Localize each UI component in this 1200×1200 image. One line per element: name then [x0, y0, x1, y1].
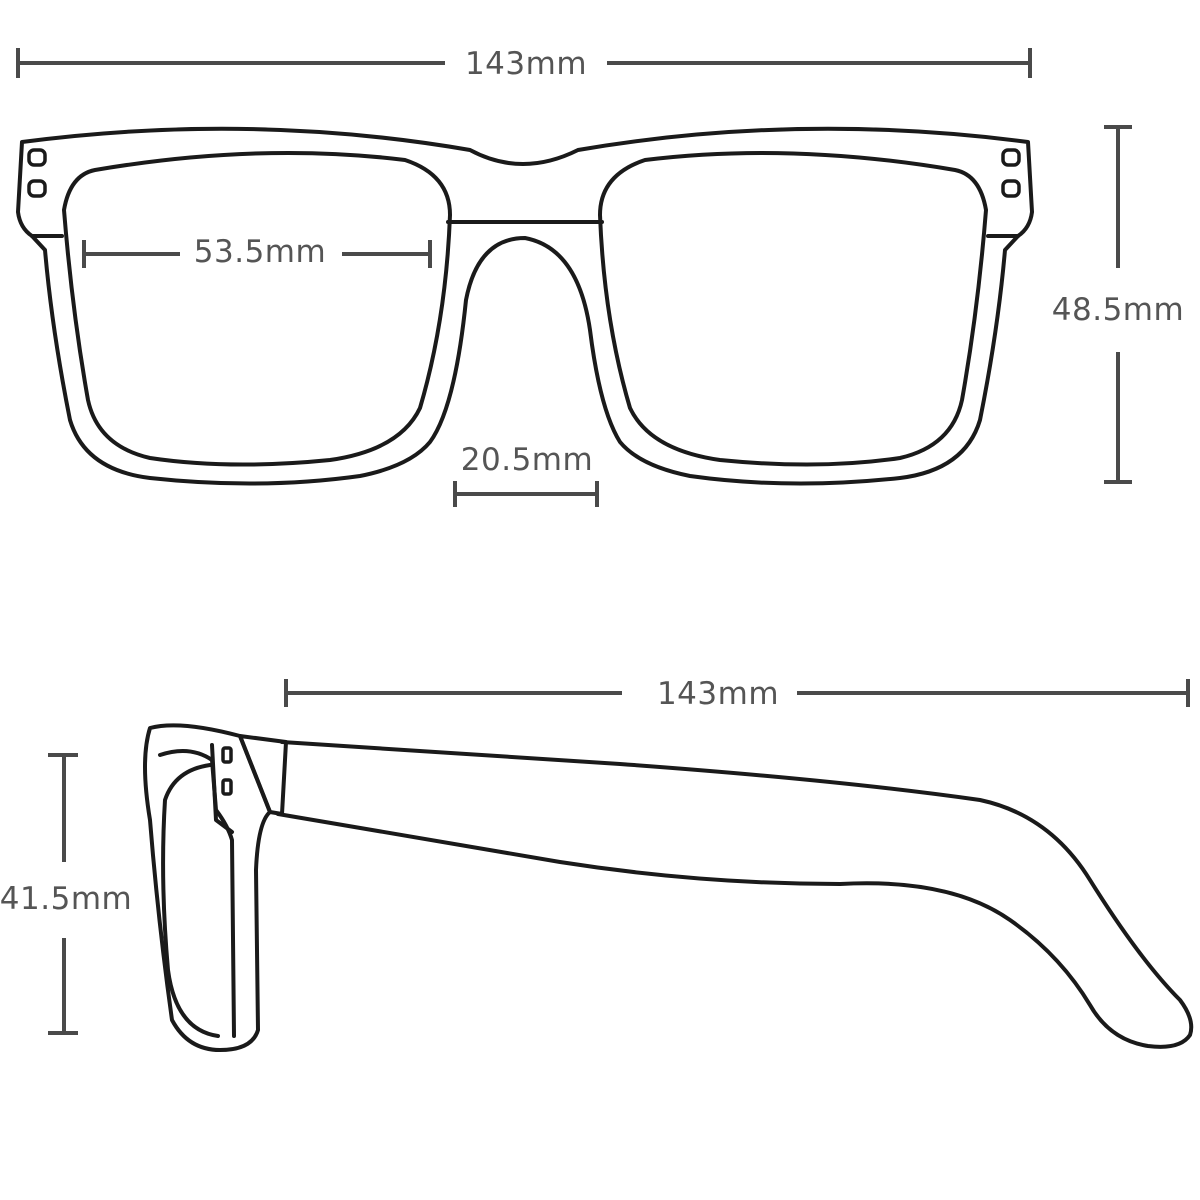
- dimension-side-height: 41.5mm: [0, 753, 132, 1035]
- left-upper-rivet-icon: [27, 148, 47, 167]
- frame-side-divider: [210, 743, 234, 834]
- hinge-block-outline: [238, 734, 288, 816]
- right-upper-rivet-icon: [1001, 148, 1021, 167]
- frame-side-outer: [143, 723, 272, 1052]
- front-view: [16, 126, 1034, 486]
- lens-height-label: 48.5mm: [1052, 292, 1184, 328]
- front-frame-outline: [16, 126, 1034, 486]
- dimension-lens-height: 48.5mm: [1052, 125, 1184, 484]
- dimension-lens-width: 53.5mm: [82, 234, 432, 270]
- left-lens-outline: [62, 150, 452, 467]
- left-lower-rivet-icon: [27, 179, 47, 198]
- side-height-label: 41.5mm: [0, 881, 132, 917]
- dimension-front-total-width: 143mm: [16, 46, 1032, 82]
- temple-length-label: 143mm: [657, 676, 779, 712]
- bridge-width-label: 20.5mm: [461, 442, 593, 478]
- dimension-temple-length: 143mm: [284, 676, 1190, 712]
- front-total-width-label: 143mm: [465, 46, 587, 82]
- dimension-bridge-width: 20.5mm: [453, 442, 599, 507]
- side-lower-rivet-icon: [221, 778, 233, 796]
- right-lower-rivet-icon: [1001, 179, 1021, 198]
- side-view: [143, 723, 1194, 1052]
- lens-width-label: 53.5mm: [194, 234, 326, 270]
- side-upper-rivet-icon: [221, 746, 233, 764]
- right-lens-outline: [598, 150, 988, 467]
- lens-edge-side: [161, 763, 220, 1038]
- temple-arm-outline: [276, 740, 1194, 1049]
